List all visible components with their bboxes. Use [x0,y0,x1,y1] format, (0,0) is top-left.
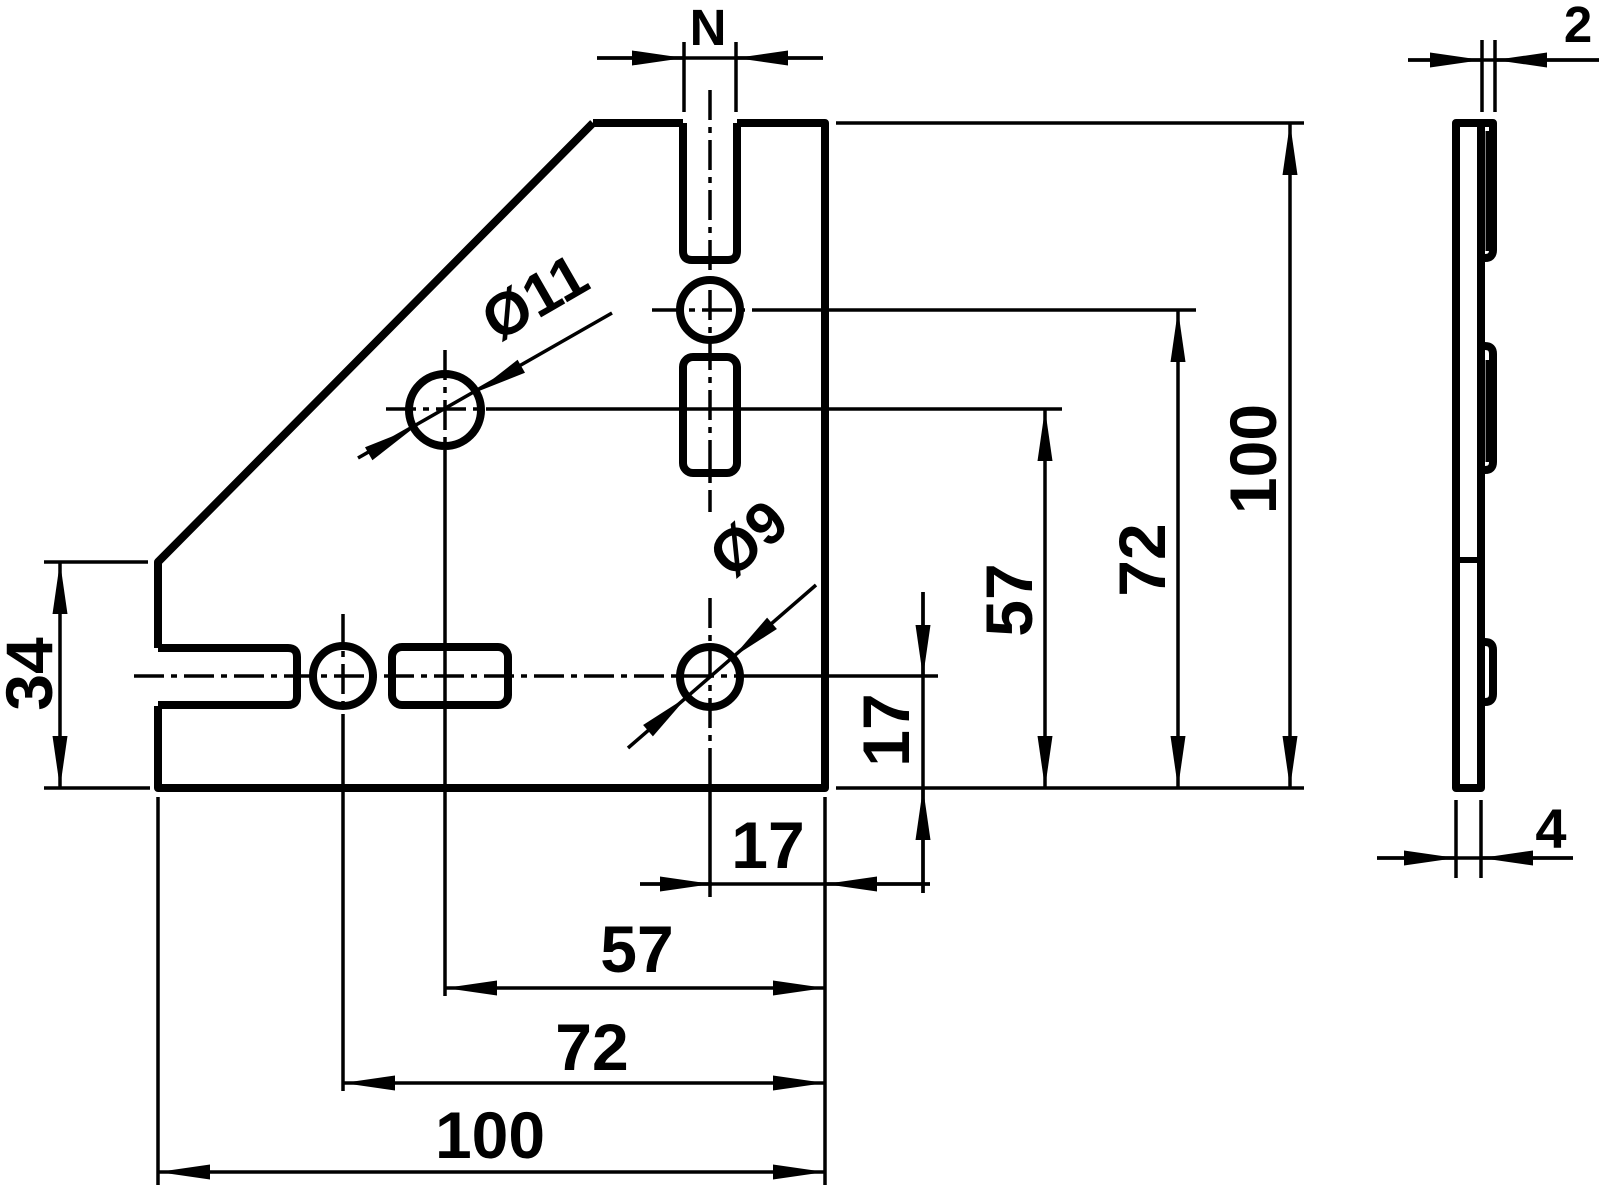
leader-arrow [476,359,525,393]
dim-bottom-17-label: 17 [731,808,804,882]
dim-bottom-57-label: 57 [600,912,673,986]
dim-34-label: 34 [0,637,66,711]
dim-right-100: 100 [1216,123,1298,788]
front-view [134,90,1304,1185]
dim-bottom-72: 72 [343,1010,825,1091]
dim-bottom-72-label: 72 [555,1010,628,1084]
dim-bottom-17: 17 [640,808,930,892]
dim-right-72-label: 72 [1105,523,1179,596]
dim-right-100-label: 100 [1216,404,1290,514]
leader-arrow [732,617,777,658]
side-boss-top [1481,119,1497,262]
leader-hole-d11: Ø11 [357,241,613,461]
dim-left-height-34: 34 [0,560,150,790]
side-view [1452,119,1497,792]
side-boss-middle [1481,342,1497,474]
dim-slot-width-n: N [597,0,823,112]
dim-right-57-label: 57 [972,563,1046,636]
side-boss-bottom [1481,638,1497,706]
dim-right-17-label: 17 [849,693,923,766]
leader-arrow [643,696,688,737]
plate-outline [154,119,829,792]
hole-d11-label: Ø11 [470,241,599,354]
dim-right-72: 72 [1105,310,1186,788]
extension-lines [156,121,1304,1185]
dim-right-17: 17 [849,592,931,893]
dim-plate-thickness-4: 4 [1377,797,1573,878]
dim-bottom-57: 57 [445,912,825,996]
dim-n-label: N [690,0,727,56]
leader-arrow [365,427,414,461]
dim-bottom-100: 100 [158,1098,825,1180]
leader-hole-d9: Ø9 [626,487,818,750]
dim-bottom-100-label: 100 [435,1098,545,1172]
dim-right-57: 57 [972,409,1053,788]
side-plate-body [1452,119,1485,792]
dim-2-label: 2 [1564,0,1592,53]
hole-d9-label: Ø9 [696,487,800,590]
centerlines [134,90,762,760]
dim-boss-thickness-2: 2 [1408,0,1599,112]
dim-4-label: 4 [1535,797,1566,860]
